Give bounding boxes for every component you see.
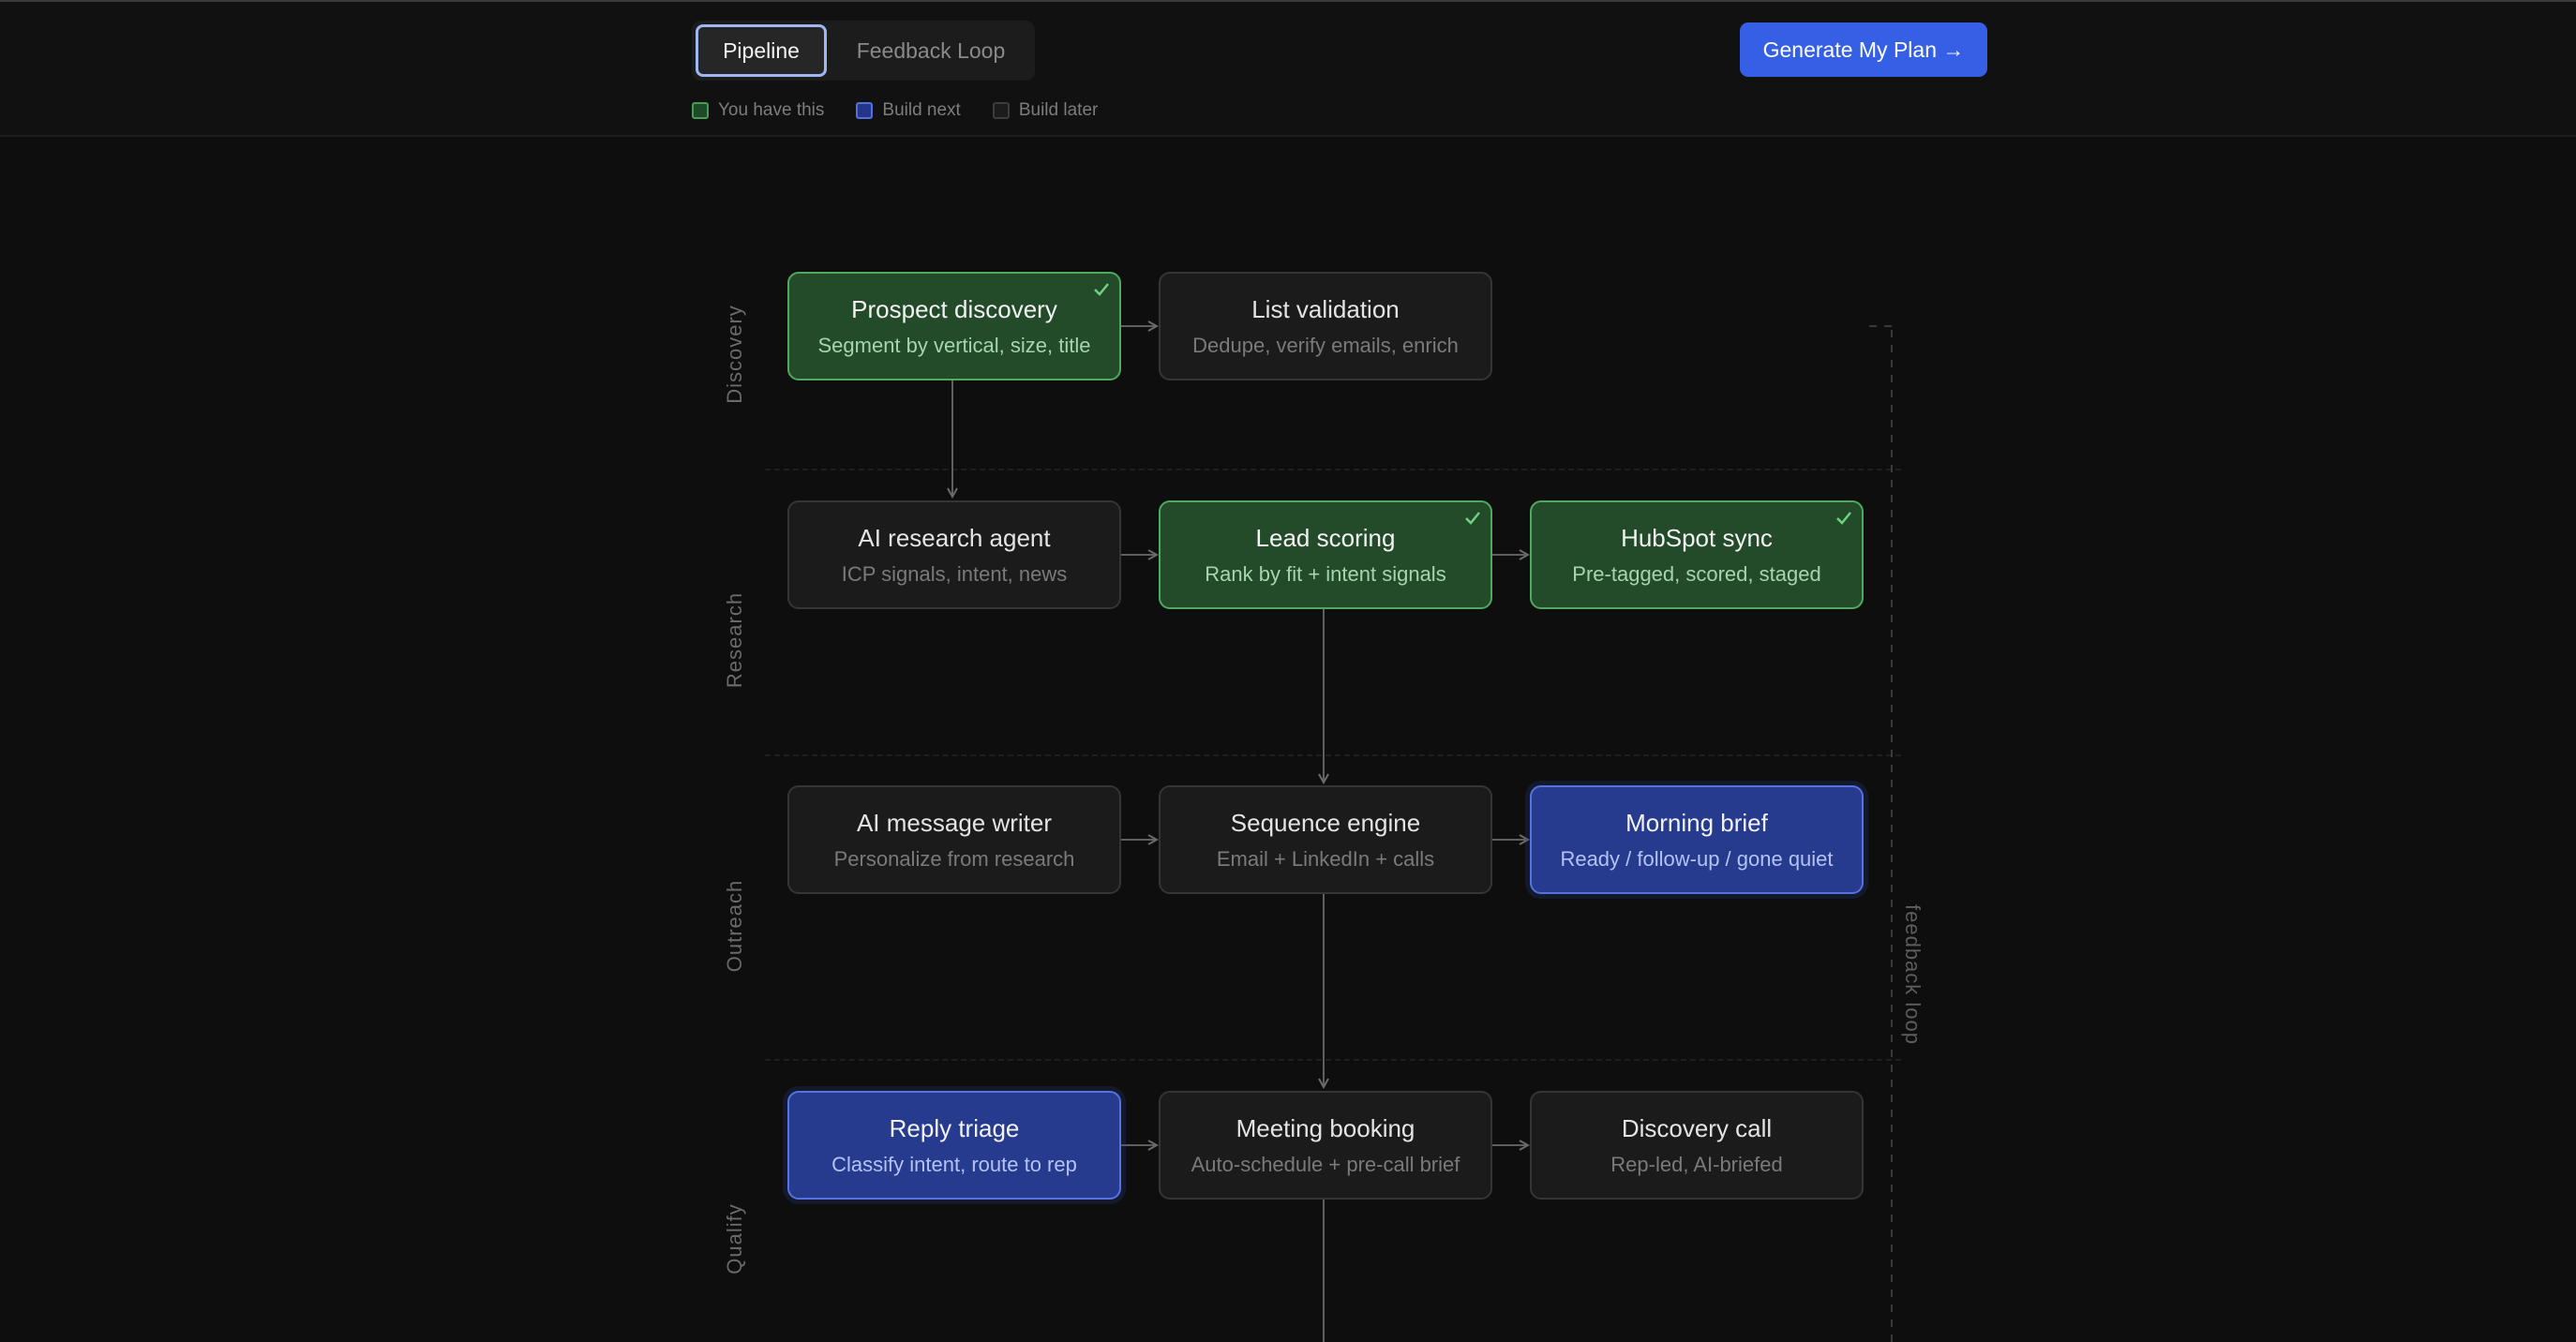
toolbar: Pipeline Feedback Loop You have this Bui…: [0, 2, 2576, 137]
node-title: Reply triage: [889, 1113, 1020, 1142]
node-title: Lead scoring: [1255, 523, 1396, 552]
check-icon: [1836, 512, 1851, 525]
node-meeting-booking[interactable]: Meeting booking Auto-schedule + pre-call…: [1159, 1091, 1492, 1200]
legend-swatch-next: [856, 102, 874, 119]
node-title: List validation: [1251, 294, 1400, 323]
node-title: HubSpot sync: [1621, 523, 1773, 552]
legend-item-later: Build later: [992, 100, 1099, 121]
node-subtitle: Classify intent, route to rep: [831, 1152, 1077, 1176]
node-hubspot-sync[interactable]: HubSpot sync Pre-tagged, scored, staged: [1530, 500, 1864, 609]
node-title: AI research agent: [858, 523, 1051, 552]
node-prospect-discovery[interactable]: Prospect discovery Segment by vertical, …: [787, 272, 1121, 380]
lane-divider: [765, 1059, 1901, 1061]
node-title: Morning brief: [1625, 808, 1768, 837]
node-reply-triage[interactable]: Reply triage Classify intent, route to r…: [787, 1091, 1121, 1200]
node-title: Discovery call: [1621, 1113, 1773, 1142]
view-tabs: Pipeline Feedback Loop: [692, 21, 1035, 81]
feedback-loop-label: feedback loop: [1901, 904, 1925, 1045]
node-title: AI message writer: [856, 808, 1053, 837]
node-sequence-engine[interactable]: Sequence engine Email + LinkedIn + calls: [1159, 785, 1492, 894]
node-subtitle: Email + LinkedIn + calls: [1216, 846, 1435, 871]
node-subtitle: Segment by vertical, size, title: [817, 333, 1091, 357]
node-ai-research-agent[interactable]: AI research agent ICP signals, intent, n…: [787, 500, 1121, 609]
node-morning-brief[interactable]: Morning brief Ready / follow-up / gone q…: [1530, 785, 1864, 894]
node-lead-scoring[interactable]: Lead scoring Rank by fit + intent signal…: [1159, 500, 1492, 609]
generate-plan-button[interactable]: Generate My Plan →: [1740, 22, 1987, 77]
tab-feedback-loop[interactable]: Feedback Loop: [856, 37, 1006, 63]
node-discovery-call[interactable]: Discovery call Rep-led, AI-briefed: [1530, 1091, 1864, 1200]
node-subtitle: Pre-tagged, scored, staged: [1572, 561, 1821, 586]
check-icon: [1094, 283, 1109, 296]
legend-label: Build next: [882, 100, 961, 120]
legend-label: You have this: [718, 100, 825, 120]
legend-item-have: You have this: [692, 100, 824, 121]
node-subtitle: Ready / follow-up / gone quiet: [1560, 846, 1834, 871]
node-subtitle: Dedupe, verify emails, enrich: [1192, 333, 1459, 357]
lane-divider: [765, 469, 1901, 470]
legend-item-next: Build next: [856, 100, 961, 121]
node-subtitle: Rep-led, AI-briefed: [1610, 1152, 1783, 1176]
status-legend: You have this Build next Build later: [692, 97, 1130, 124]
legend-label: Build later: [1018, 100, 1099, 120]
node-list-validation[interactable]: List validation Dedupe, verify emails, e…: [1159, 272, 1492, 380]
check-icon: [1465, 512, 1480, 525]
legend-swatch-have: [692, 102, 709, 119]
node-title: Sequence engine: [1230, 808, 1421, 837]
lane-divider: [765, 754, 1901, 756]
node-title: Meeting booking: [1236, 1113, 1415, 1142]
node-subtitle: Auto-schedule + pre-call brief: [1191, 1152, 1460, 1176]
node-ai-message-writer[interactable]: AI message writer Personalize from resea…: [787, 785, 1121, 894]
node-subtitle: ICP signals, intent, news: [841, 561, 1068, 586]
legend-swatch-later: [992, 102, 1010, 119]
window-top-border: [0, 0, 2576, 2]
node-subtitle: Personalize from research: [833, 846, 1075, 871]
node-title: Prospect discovery: [851, 294, 1057, 323]
tab-pipeline[interactable]: Pipeline: [696, 24, 827, 77]
node-subtitle: Rank by fit + intent signals: [1205, 561, 1446, 586]
